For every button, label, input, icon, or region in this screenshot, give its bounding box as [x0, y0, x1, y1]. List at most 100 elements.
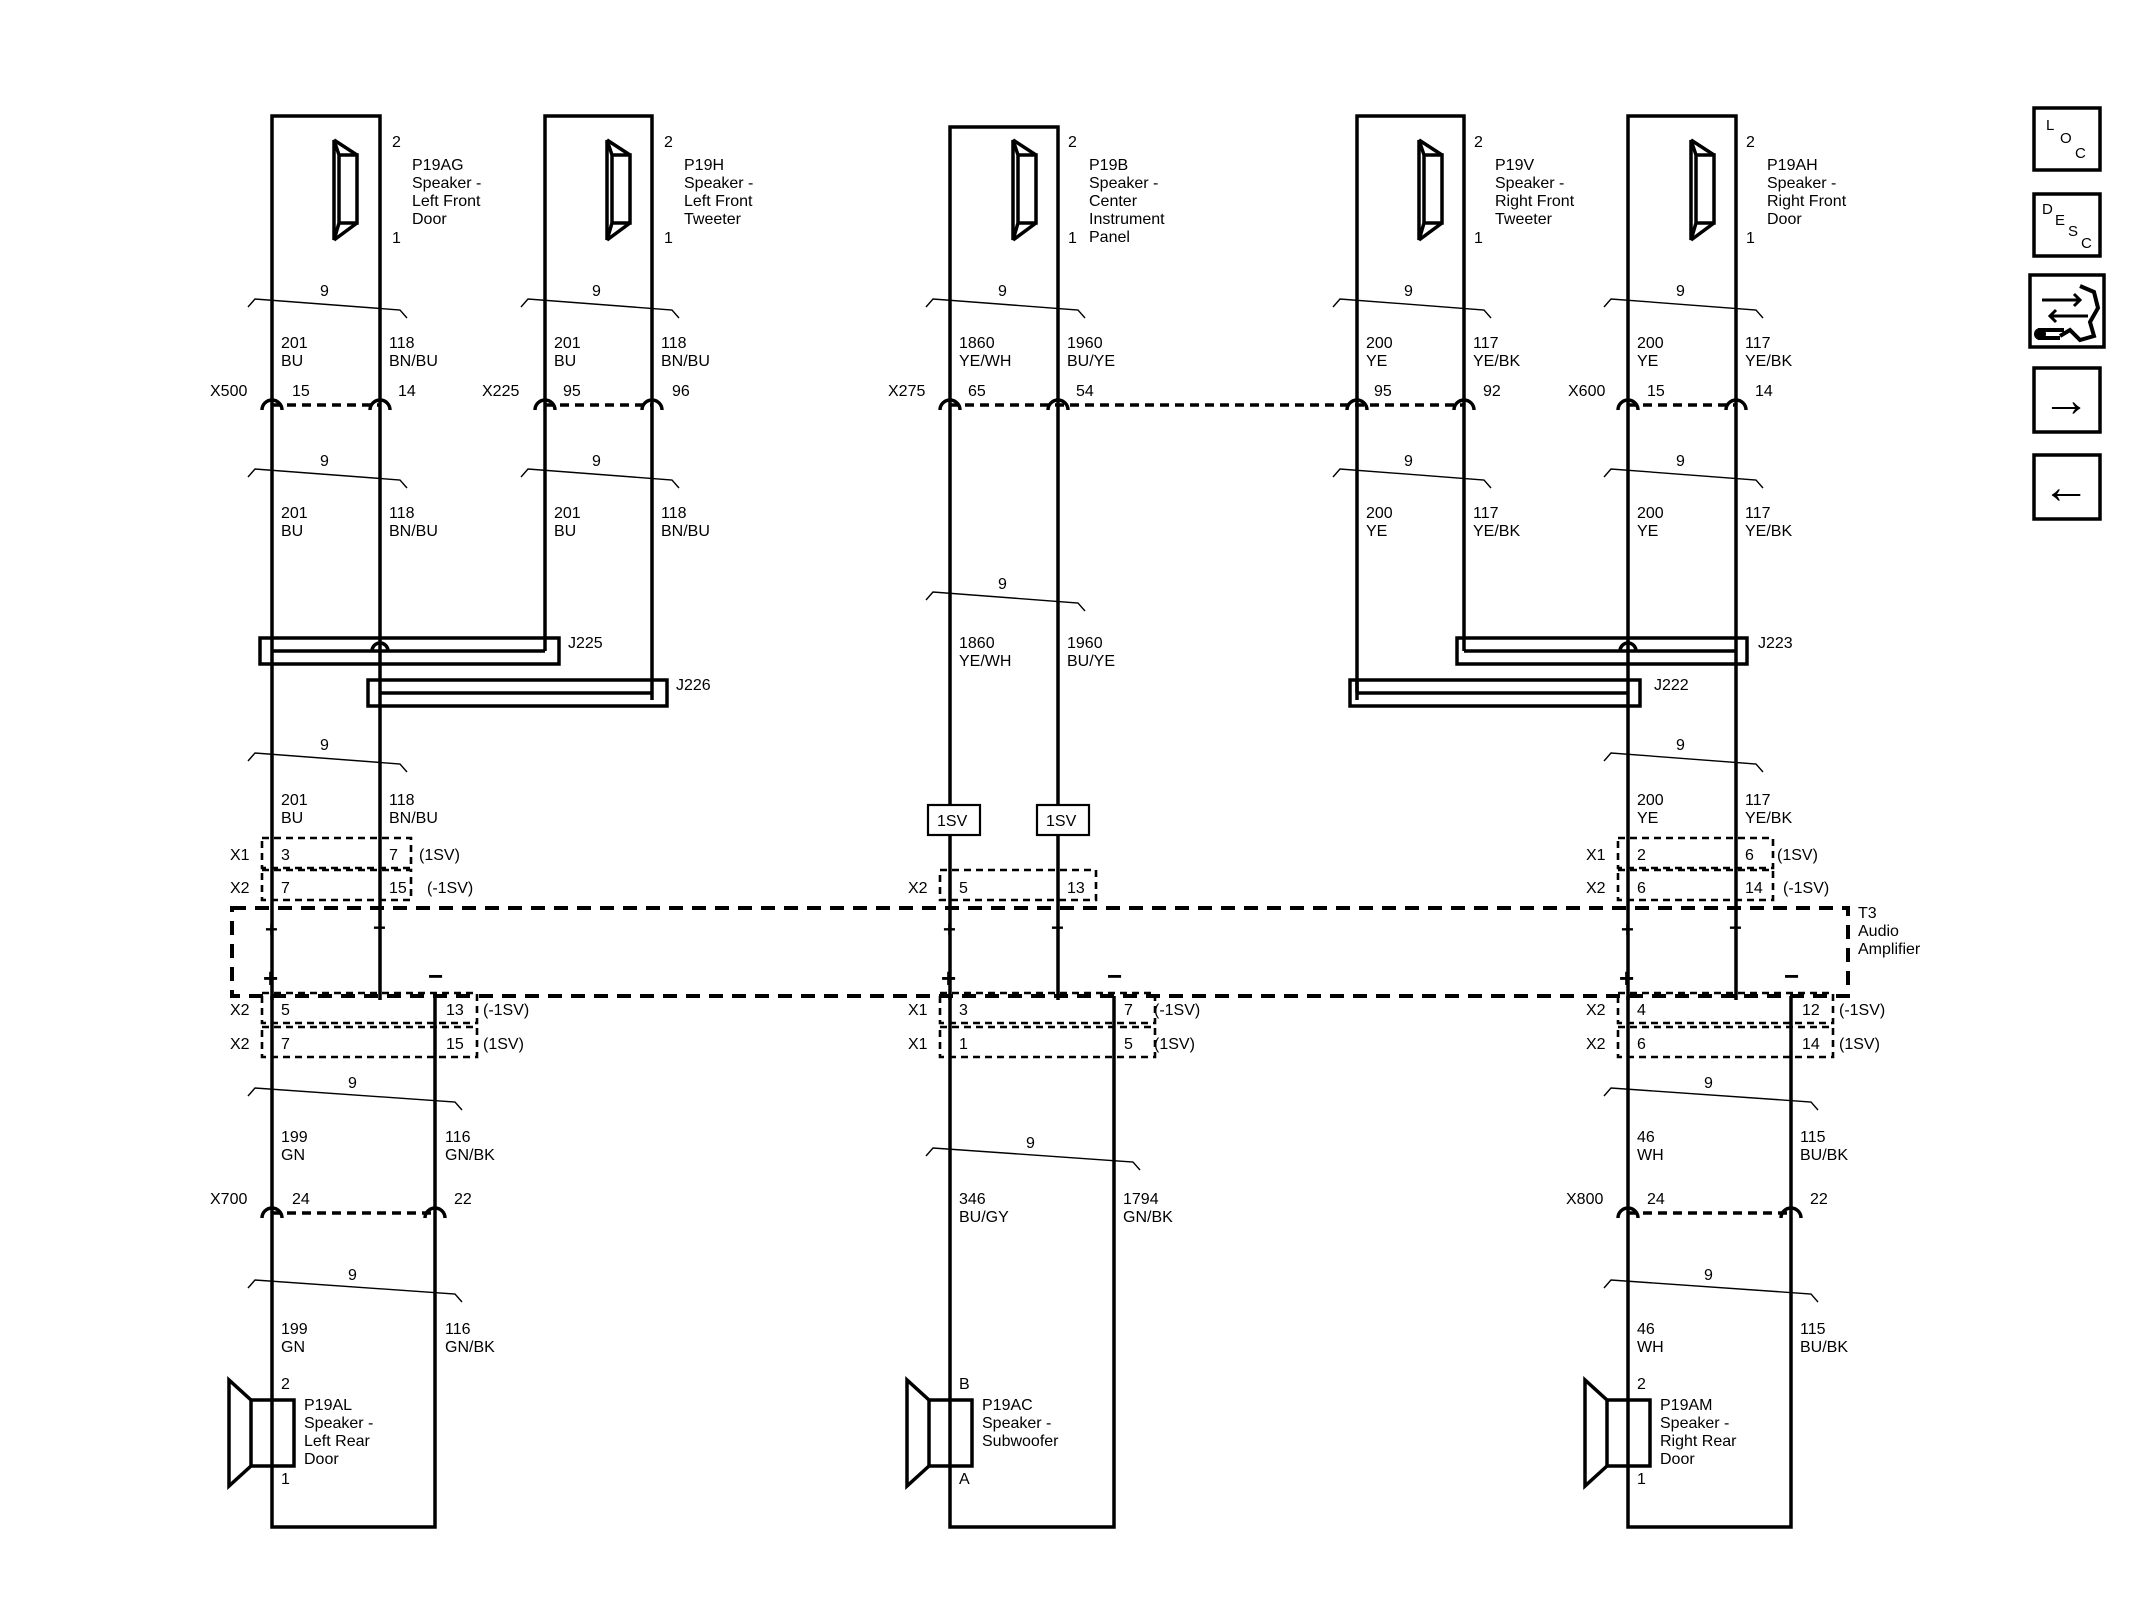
speaker-desc-2: Right Front — [1767, 193, 1847, 210]
amp-sv: (1SV) — [1154, 1036, 1195, 1053]
speaker-pin-bottom: 1 — [1068, 230, 1077, 247]
speaker-pin-top: 2 — [1068, 134, 1077, 151]
circuit-number: 116 — [445, 1321, 471, 1338]
speaker-pin-bottom: A — [959, 1471, 970, 1488]
wire-labels-row-1: 201 BU 118 BN/BU 201 BU 118 BN/BU 1860 Y… — [281, 335, 1792, 370]
amp-conn: X2 — [230, 880, 250, 897]
inline-connectors-bottom: X700 24 22 X800 24 22 — [210, 1191, 1828, 1219]
polarity-minus: − — [373, 915, 386, 940]
wire-color: GN/BK — [445, 1147, 495, 1164]
circuit-number: 46 — [1637, 1321, 1655, 1338]
connector-pin: 14 — [398, 383, 416, 400]
speaker-desc-1: Speaker - — [982, 1415, 1051, 1432]
connector-name: X600 — [1568, 383, 1605, 400]
circuit-number: 201 — [554, 505, 581, 522]
amp-pin: 5 — [1124, 1036, 1133, 1053]
twisted-pair-markers: 9 9 9 9 9 — [247, 283, 1764, 319]
amp-pin: 13 — [446, 1002, 464, 1019]
connector-name: X800 — [1566, 1191, 1603, 1208]
twisted-pair-markers-row-3: 9 9 — [247, 737, 1764, 773]
wire-color: WH — [1637, 1339, 1664, 1356]
speaker-desc-2: Right Front — [1495, 193, 1575, 210]
splice-label: J222 — [1654, 677, 1689, 694]
splice-packs: J225 J226 J223 J222 — [258, 620, 1793, 708]
amp-pin: 6 — [1745, 847, 1754, 864]
circuit-number: 200 — [1637, 505, 1664, 522]
circuit-number: 118 — [389, 505, 415, 522]
circuit-number: 201 — [281, 335, 308, 352]
wire-labels-row-2: 201 BU 118 BN/BU 201 BU 118 BN/BU 200 YE… — [281, 505, 1792, 670]
amp-pin: 5 — [959, 880, 968, 897]
twist-label: 9 — [1704, 1075, 1713, 1092]
speaker-desc-2: Left Rear — [304, 1433, 370, 1450]
twist-label: 9 — [320, 737, 329, 754]
twist-label: 9 — [320, 453, 329, 470]
speaker-pin-bottom: 1 — [664, 230, 673, 247]
loc-button[interactable]: L O C — [2032, 106, 2102, 172]
forward-button[interactable]: → — [2032, 366, 2102, 434]
amp-pin: 3 — [281, 847, 290, 864]
twisted-pair-markers-row-2: 9 9 9 9 9 — [247, 453, 1764, 612]
circuit-number: 118 — [661, 335, 687, 352]
amp-sv: (-1SV) — [1783, 880, 1829, 897]
amp-conn: X2 — [1586, 1002, 1606, 1019]
speaker-p19am: 2 1 P19AM Speaker - Right Rear Door — [1583, 1376, 1737, 1490]
connector-name: X500 — [210, 383, 247, 400]
wire-color: GN — [281, 1147, 305, 1164]
wire-color: YE — [1366, 353, 1387, 370]
speaker-name: P19AC — [982, 1397, 1033, 1414]
speaker-pin-bottom: 1 — [1746, 230, 1755, 247]
back-button[interactable]: ← — [2032, 453, 2102, 521]
amp-pin: 4 — [1637, 1002, 1646, 1019]
circuit-number: 46 — [1637, 1129, 1655, 1146]
wire-color: YE — [1637, 810, 1658, 827]
speaker-p19v: 2 1 P19V Speaker - Right Front Tweeter — [1355, 114, 1575, 700]
speaker-pin-bottom: 1 — [1637, 1471, 1646, 1488]
connector-pin: 95 — [1374, 383, 1392, 400]
speaker-name: P19AM — [1660, 1397, 1712, 1414]
twist-label: 9 — [1404, 453, 1413, 470]
speaker-desc-2: Subwoofer — [982, 1433, 1059, 1450]
circuit-number: 200 — [1637, 335, 1664, 352]
amplifier-desc-2: Amplifier — [1858, 941, 1921, 958]
circuit-number: 1960 — [1067, 635, 1103, 652]
connector-wrench-button[interactable] — [2028, 273, 2106, 349]
speaker-pin-bottom: 1 — [392, 230, 401, 247]
wire-color: BU/BK — [1800, 1147, 1848, 1164]
amp-conn: X2 — [1586, 880, 1606, 897]
amplifier-name: T3 — [1858, 905, 1877, 922]
speaker-desc-3: Instrument — [1089, 211, 1165, 228]
wire-color: BN/BU — [661, 523, 710, 540]
wire-color: YE — [1637, 523, 1658, 540]
polarity-plus: + — [1619, 963, 1634, 993]
amp-conn: X1 — [230, 847, 250, 864]
twisted-pair-markers-row-4: 9 9 9 — [247, 1075, 1819, 1171]
circuit-number: 117 — [1745, 335, 1771, 352]
desc-button[interactable]: D E S C — [2032, 192, 2102, 258]
amp-conn: X2 — [230, 1002, 250, 1019]
polarity-minus: − — [1051, 915, 1064, 940]
polarity-plus: + — [265, 917, 278, 942]
speaker-desc-1: Speaker - — [304, 1415, 373, 1432]
circuit-number: 200 — [1366, 505, 1393, 522]
speaker-desc-1: Speaker - — [684, 175, 753, 192]
connector-pin: 15 — [292, 383, 310, 400]
circuit-number: 118 — [661, 505, 687, 522]
amp-pin: 15 — [446, 1036, 464, 1053]
wire-labels-row-3: 201 BU 118 BN/BU 200 YE 117 YE/BK — [281, 792, 1792, 827]
wire-color: GN/BK — [445, 1339, 495, 1356]
speaker-name: P19V — [1495, 157, 1534, 174]
amp-conn: X2 — [908, 880, 928, 897]
wire-color: YE — [1366, 523, 1387, 540]
twist-label: 9 — [1676, 737, 1685, 754]
polarity-plus: + — [263, 963, 278, 993]
speaker-desc-1: Speaker - — [1660, 1415, 1729, 1432]
wire-color: YE — [1637, 353, 1658, 370]
connector-pin: 15 — [1647, 383, 1665, 400]
circuit-number: 1860 — [959, 635, 995, 652]
speaker-desc-4: Panel — [1089, 229, 1130, 246]
circuit-number: 201 — [554, 335, 581, 352]
speaker-desc-3: Door — [1767, 211, 1802, 228]
wire-color: BU — [554, 353, 576, 370]
speaker-name: P19AG — [412, 157, 464, 174]
